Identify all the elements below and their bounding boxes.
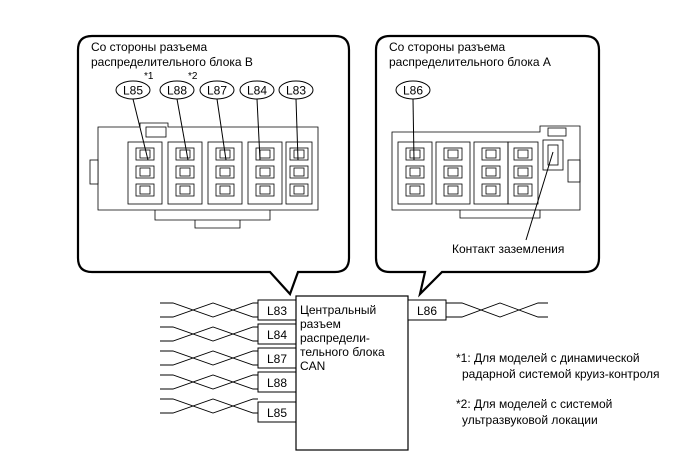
pin-label-l87: L87 — [207, 84, 227, 98]
svg-text:разъем: разъем — [300, 317, 341, 331]
pin-label-l88: L88 — [167, 84, 187, 98]
pin-label-l86: L86 — [403, 84, 423, 98]
svg-text:CAN: CAN — [300, 359, 325, 373]
note-1-line-1: *1: Для моделей с динамической — [456, 351, 640, 365]
connector-a — [391, 125, 581, 219]
left-callout-title-2: распределительного блока B — [91, 55, 253, 69]
junction-block-label: Центральный разъем распредели- тельного … — [300, 303, 385, 373]
port-l85: L85 — [267, 406, 287, 420]
ground-contact-label: Контакт заземления — [452, 242, 564, 256]
pin-note-2: *2 — [188, 71, 198, 82]
port-l83: L83 — [267, 304, 287, 318]
note-1-line-2: радарной системой круиз-контроля — [462, 367, 660, 381]
right-callout-title-1: Со стороны разъема — [389, 40, 506, 54]
svg-text:распредели-: распредели- — [300, 331, 370, 345]
svg-text:тельного блока: тельного блока — [300, 345, 385, 359]
twisted-pair-wires-right — [446, 302, 548, 318]
connector-b — [89, 122, 319, 229]
right-leader-lines — [412, 98, 554, 241]
note-2-line-2: ультразвуковой локации — [462, 413, 598, 427]
port-l86: L86 — [417, 304, 437, 318]
left-port-boxes: L83 L84 L87 L88 L85 — [257, 299, 297, 423]
left-leader-lines — [132, 98, 299, 161]
twisted-pair-wires-left — [160, 302, 258, 414]
left-callout-title-1: Со стороны разъема — [91, 40, 208, 54]
svg-text:Центральный: Центральный — [300, 303, 376, 317]
port-l87: L87 — [267, 352, 287, 366]
pin-label-l84: L84 — [247, 84, 267, 98]
port-l88: L88 — [267, 376, 287, 390]
port-l84: L84 — [267, 328, 287, 342]
pin-label-l83: L83 — [286, 84, 306, 98]
port-l86-box — [407, 299, 447, 321]
pin-note-1: *1 — [144, 71, 154, 82]
footnotes: *1: Для моделей с динамической радарной … — [456, 351, 660, 427]
can-junction-block — [295, 295, 409, 451]
pin-label-l85: L85 — [123, 84, 143, 98]
right-callout-title-2: распределительного блока A — [389, 55, 551, 69]
left-pin-labels: L85 L88 L87 L84 L83 — [115, 80, 314, 100]
note-2-line-1: *2: Для моделей с системой — [456, 397, 612, 411]
